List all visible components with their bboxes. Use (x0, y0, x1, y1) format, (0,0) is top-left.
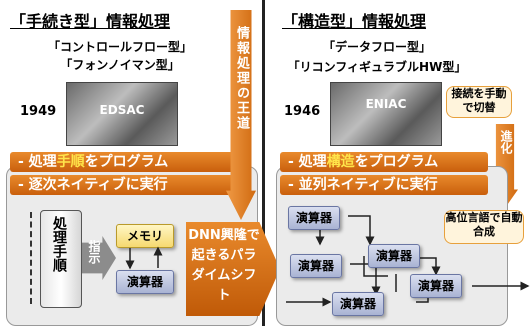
evolve-text: 進化 (499, 130, 513, 154)
right-year: 1946 (284, 104, 321, 119)
right-alu-1: 演算器 (288, 206, 340, 230)
right-band-1: - 処理構造をプログラム (280, 152, 488, 172)
right-band-2: - 並列ネイティブに実行 (280, 175, 488, 195)
mainstream-arrow (226, 10, 256, 220)
manual-switch-callout: 接続を手動で切替 (446, 86, 512, 118)
paradigm-shift-text: DNN興隆で起きるパラダイムシフト (188, 228, 260, 303)
right-alu-3: 演算器 (290, 254, 342, 278)
right-band-1-suffix: をプログラム (354, 154, 439, 170)
right-band-1-highlight: 構造 (326, 154, 355, 170)
right-band-1-prefix: - 処理 (288, 154, 327, 170)
scroll-graphic (40, 210, 82, 308)
left-band-1-suffix: をプログラム (84, 154, 169, 170)
scroll-text: 処理手順 (51, 216, 67, 272)
left-title: 「手続き型」情報処理 (10, 12, 171, 31)
dataflow-links (286, 215, 530, 307)
left-year: 1949 (20, 104, 57, 119)
instruct-label: 指示 (87, 240, 101, 264)
left-band-1-prefix: - 処理 (18, 154, 57, 170)
right-alu-4: 演算器 (410, 274, 462, 298)
mainstream-arrow-text: 情報処理の王道 (234, 26, 249, 131)
right-alu-2: 演算器 (368, 244, 420, 268)
left-band-2: - 逐次ネイティブに実行 (10, 175, 244, 195)
left-alu-box: 演算器 (116, 270, 174, 294)
auto-synthesis-callout: 高位言語で自動合成 (444, 210, 524, 244)
memory-box: メモリ (116, 224, 174, 248)
eniac-label: ENIAC (365, 97, 407, 111)
left-band-1-highlight: 手順 (56, 154, 85, 170)
left-band-1: - 処理手順をプログラム (10, 152, 244, 172)
scroll-edge (30, 212, 42, 304)
edsac-photo: EDSAC (66, 82, 178, 146)
center-divider (262, 0, 265, 326)
eniac-photo: ENIAC (330, 82, 442, 146)
left-subtitle-2: 「フォンノイマン型」 (60, 58, 180, 72)
paradigm-shift-arrow (186, 222, 280, 316)
left-subtitle-1: 「コントロールフロー型」 (47, 40, 192, 54)
memory-alu-links (125, 246, 163, 270)
right-title: 「構造型」情報処理 (282, 12, 427, 31)
right-subtitle-2: 「リコンフィギュラブルHW型」 (287, 60, 467, 74)
right-subtitle-1: 「データフロー型」 (322, 40, 431, 54)
right-alu-5: 演算器 (332, 292, 384, 316)
edsac-label: EDSAC (99, 103, 145, 117)
